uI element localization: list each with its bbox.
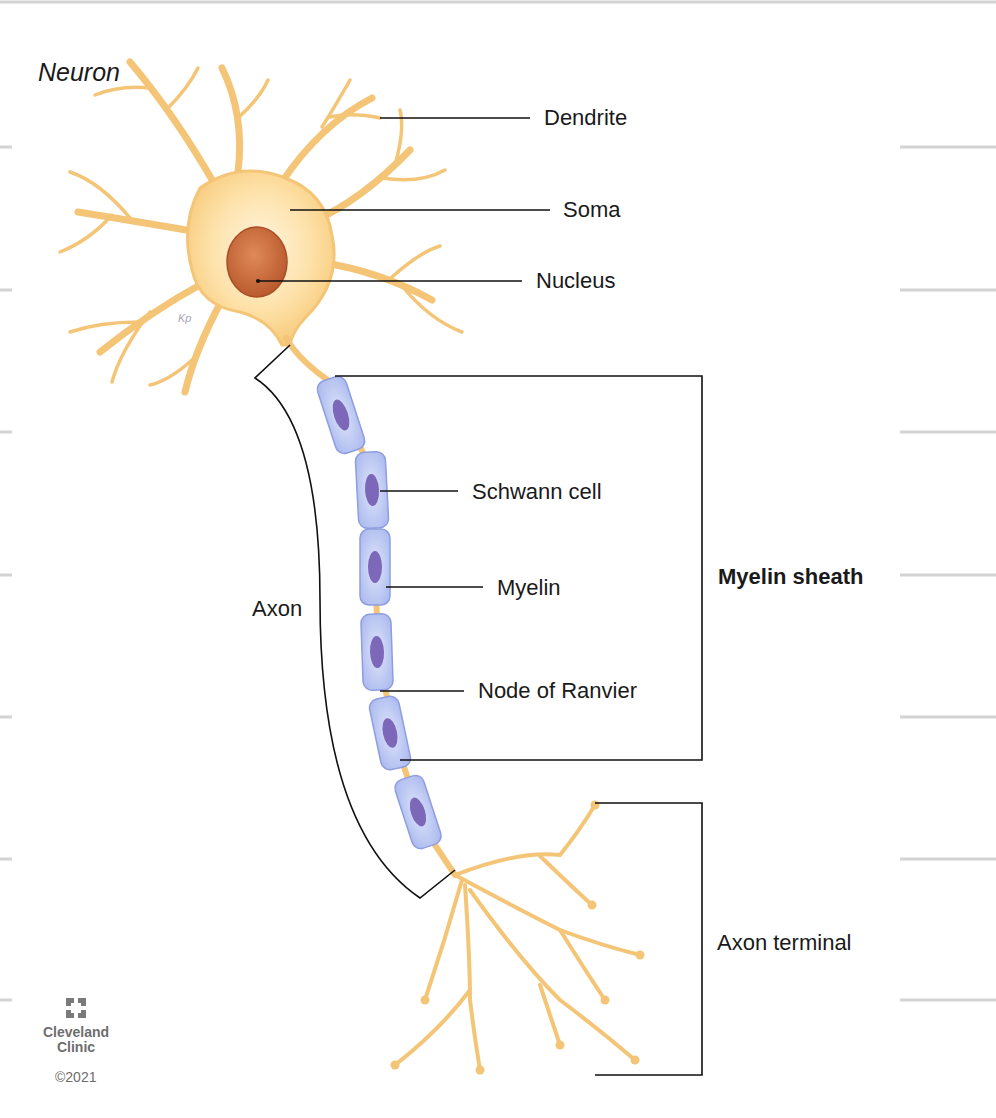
nucleus-shape	[227, 227, 287, 297]
diagram-title: Neuron	[38, 58, 120, 87]
terminal-knobs	[391, 801, 645, 1075]
axon-terminal-branches	[395, 805, 640, 1070]
logo-mark	[66, 998, 86, 1018]
dendrites	[60, 62, 462, 392]
part-label: Soma	[563, 197, 620, 222]
part-label: Myelin	[497, 575, 561, 600]
part-label: Nucleus	[536, 268, 615, 293]
group-label: Myelin sheath	[718, 564, 863, 589]
artist-signature: Kp	[178, 312, 191, 325]
part-label: Axon	[252, 596, 302, 621]
axon-shape	[286, 338, 455, 875]
logo-text: Cleveland Clinic	[36, 1025, 116, 1054]
group-label: Axon terminal	[717, 930, 852, 955]
page-rules	[0, 2, 996, 1000]
leader-dot	[256, 279, 260, 283]
brackets	[255, 345, 702, 1075]
part-label: Node of Ranvier	[478, 678, 637, 703]
copyright-note: ©2021	[55, 1069, 96, 1085]
part-label: Schwann cell	[472, 479, 602, 504]
soma-body	[188, 171, 335, 345]
part-label: Dendrite	[544, 105, 627, 130]
schwann-cells	[315, 374, 443, 851]
